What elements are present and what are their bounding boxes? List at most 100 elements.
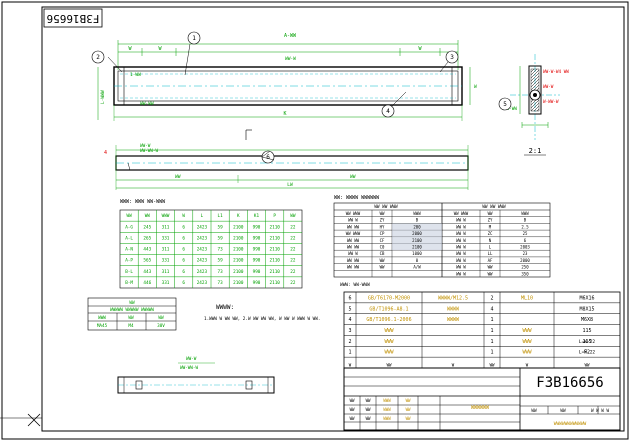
table1-cell: 22 xyxy=(290,269,296,275)
table2-title: WW: WWWW WWWWWW xyxy=(334,195,380,201)
table1-cell: 2110 xyxy=(270,247,281,253)
table1-cell: 22 xyxy=(290,235,296,241)
bom-cell: 1 xyxy=(490,328,493,334)
bom-cell: 115 xyxy=(582,339,591,345)
svg-text:5: 5 xyxy=(503,101,507,108)
table1-header-cell: L1 xyxy=(218,213,224,219)
table2-cell: WW WW xyxy=(347,224,360,229)
dim-seg-3: W xyxy=(418,46,422,52)
bom-header-cell: W xyxy=(349,363,352,368)
dim-overall: A-WW xyxy=(284,33,297,39)
bom-cell: 1 xyxy=(348,350,351,356)
dim-right: W xyxy=(474,84,477,90)
table1-cell: 990 xyxy=(253,247,261,253)
dim-seg-1: W xyxy=(128,46,132,52)
table1-cell: 73 xyxy=(218,269,224,275)
cross-mark xyxy=(27,413,41,427)
svg-text:3: 3 xyxy=(450,54,454,61)
bom-cell: M6X16 xyxy=(579,295,594,301)
bom-cell: WWWW/M12.5 xyxy=(438,295,468,301)
bom-cell: GB/T6170-M2000 xyxy=(368,295,410,301)
bom-cell: F2 xyxy=(584,350,590,356)
bom-cell: ML10 xyxy=(521,295,533,301)
table2-cell: 2000 xyxy=(520,258,530,263)
table3-h2: WWWWW WWWWW WWWWW xyxy=(110,307,154,313)
table2-header-cell: WW WWW xyxy=(346,211,361,216)
table1-header-cell: WW xyxy=(145,213,151,219)
tech-req-title: WWWW: xyxy=(216,304,234,311)
table1-cell: 2110 xyxy=(270,280,281,286)
bom-cell: WWWW xyxy=(447,306,460,312)
table2-cell: WW W xyxy=(348,218,358,223)
bom-cell: 4 xyxy=(348,317,351,323)
bom-header-cell: W xyxy=(526,363,529,368)
side-scale: 2:1 xyxy=(529,147,542,155)
table2-cell: 23 xyxy=(523,251,528,256)
side-view: WW-W-W4 WW WW-W W-WW-W WW-WW 2:1 5 xyxy=(498,54,569,156)
table1-cell: 2110 xyxy=(270,224,281,230)
bom-cell: M6X8 xyxy=(581,317,593,323)
table1-cell: 2110 xyxy=(270,269,281,275)
svg-text:WW: WW xyxy=(406,416,411,421)
table1-cell: 245 xyxy=(143,224,151,230)
table1-header-cell: K xyxy=(237,213,240,219)
lower-dim-2: WW-WW-W xyxy=(140,148,159,154)
table1-header-cell: WW xyxy=(127,213,133,219)
table2-cell: L xyxy=(489,244,492,249)
table3-c2: WW xyxy=(128,315,134,321)
table1-header-cell: L xyxy=(201,213,204,219)
bom-cell: 3 xyxy=(348,328,351,334)
table1-header-cell: WWW xyxy=(162,213,170,219)
table1-cell: 59 xyxy=(218,258,224,264)
bottom-label-bottom: WW-WW-W xyxy=(180,365,199,371)
table2-header-cell: WWW xyxy=(413,211,421,216)
dim-seg-2: W xyxy=(158,46,162,52)
table1-cell: 6 xyxy=(182,258,185,264)
lower-view: WW-W WW-WW-W 4 WW WW LW 6 xyxy=(104,129,469,190)
table1-cell: 311 xyxy=(162,224,170,230)
balloon-3 xyxy=(445,50,459,64)
table2-group-right: WW WW WWW xyxy=(482,204,506,210)
table1-cell: 990 xyxy=(253,258,261,264)
bom-extra: L=W-22 xyxy=(579,350,596,356)
bom-cell: GB/T1096-A8.1 xyxy=(369,306,408,312)
table2-cell: 25 xyxy=(523,231,528,236)
svg-text:WW: WW xyxy=(350,407,355,412)
balloon-4 xyxy=(381,104,395,118)
table2-cell: ZY xyxy=(380,218,385,223)
table1-cell: 990 xyxy=(253,280,261,286)
table2-cell: WW W xyxy=(456,258,466,263)
table2-cell: B xyxy=(524,218,527,223)
lower-dim-6: LW xyxy=(287,182,293,188)
table1-cell: 6 xyxy=(182,280,185,286)
table1-cell: 2100 xyxy=(233,235,244,241)
table1-cell: 73 xyxy=(218,247,224,253)
title-company: WWWWWWWWWWWW xyxy=(554,421,587,427)
table1-cell: 331 xyxy=(162,280,170,286)
table2-cell: WW xyxy=(488,265,493,270)
table1-cell: 2423 xyxy=(197,224,208,230)
table1-cell: B-M xyxy=(125,280,133,286)
table2-cell: 2003 xyxy=(520,244,530,249)
table1-cell: 2423 xyxy=(197,280,208,286)
title-block: F3B16656 WWWWWW WW WW W W W W WWWWWWWWWW… xyxy=(343,367,621,431)
note1-title: WWW: WW-WWW xyxy=(340,282,370,288)
bom-cell: WWWW xyxy=(447,317,460,323)
bom-cell: 4 xyxy=(490,306,493,312)
table2-cell: WW W xyxy=(456,224,466,229)
title-weight: WW xyxy=(560,408,566,414)
table1-cell: 59 xyxy=(218,235,224,241)
table1-cell: 2423 xyxy=(197,269,208,275)
table1-cell: 2110 xyxy=(270,258,281,264)
table1-cell: 73 xyxy=(218,280,224,286)
table2-header-cell: WW xyxy=(488,211,493,216)
table1-cell: A-G xyxy=(125,224,133,230)
bom-cell: M8X15 xyxy=(579,306,594,312)
table2-cell: 200 xyxy=(413,224,421,229)
table2-cell: 250 xyxy=(521,265,529,270)
table2-cell: B xyxy=(416,218,419,223)
table2-cell: WW W xyxy=(456,251,466,256)
